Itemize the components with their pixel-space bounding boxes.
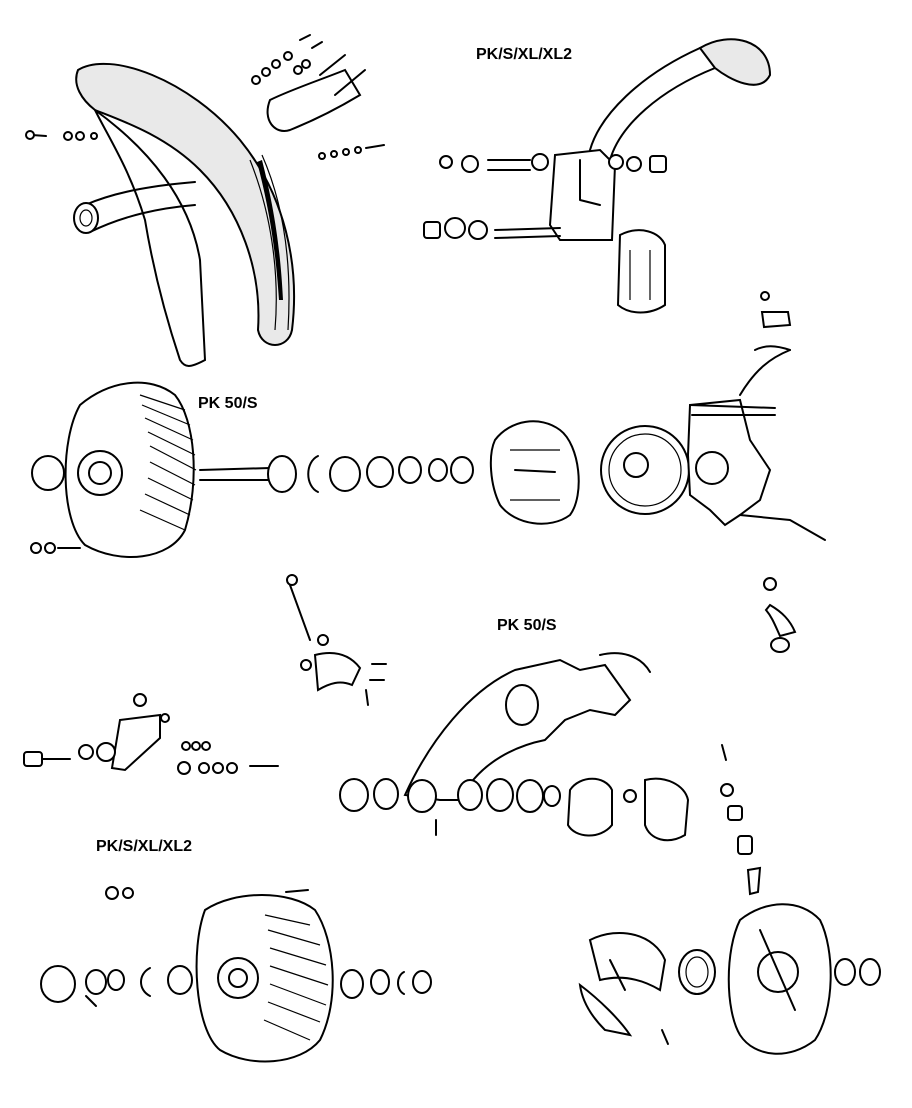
model-label-top-right: PK/S/XL/XL2 [476, 46, 573, 63]
swing-arm-assembly-pk50 [339, 652, 690, 842]
hub-nut-set [30, 542, 81, 554]
front-mudguard-assembly [25, 34, 385, 367]
bolt-set-top [251, 34, 323, 85]
bolt-set-right [318, 144, 385, 160]
brake-linkage-assembly [23, 574, 387, 775]
bolt-set-left [25, 130, 98, 141]
model-label-bottom-left: PK/S/XL/XL2 [96, 838, 193, 855]
model-label-middle-right: PK 50/S [497, 617, 557, 634]
front-hub-assembly-pk50 [30, 381, 474, 558]
model-label-middle-left: PK 50/S [198, 395, 258, 412]
rear-hub-assembly [40, 886, 432, 1063]
rear-brake-assembly [578, 744, 881, 1055]
brake-backplate-assembly [489, 291, 826, 653]
swing-arm-assembly-top [423, 38, 772, 314]
